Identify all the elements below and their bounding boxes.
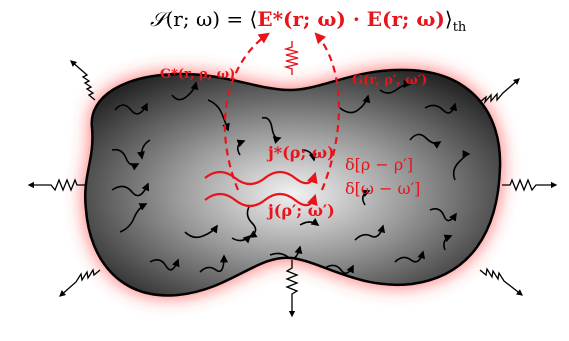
- wavy-arrow-icon: [285, 260, 299, 318]
- squiggle-arrow-icon: [354, 224, 386, 241]
- field-wavepacket: [283, 41, 299, 75]
- wavy-arrow-icon: [502, 178, 558, 192]
- squiggle-arrow-icon: [236, 139, 246, 156]
- squiggle-arrow-icon: [114, 102, 148, 115]
- green-function-star-arrow: [223, 32, 270, 191]
- squiggle-arrow-icon: [409, 133, 442, 149]
- delta-rho-label: δ[ρ − ρ′]: [345, 155, 413, 174]
- squiggle-arrow-icon: [171, 81, 199, 101]
- squiggle-arrow-icon: [261, 116, 282, 144]
- squiggle-arrow-icon: [111, 148, 140, 171]
- squiggle-arrow-icon: [379, 80, 412, 94]
- squiggle-arrow-icon: [429, 208, 457, 222]
- green-function-label: G(r, ρ′, ω′): [352, 73, 427, 88]
- wavy-arrow-icon: [479, 78, 520, 105]
- current-star-arrow: [204, 170, 318, 186]
- equation-args: (r; ω) = ⟨: [165, 7, 257, 31]
- green-functions: [223, 32, 341, 191]
- squiggle-arrow-icon: [119, 203, 148, 233]
- current-arrow: [204, 192, 318, 208]
- thermal-correlation-equation: 𝒮(r; ω) = ⟨E*(r; ω) · E(r; ω)⟩th: [150, 7, 467, 35]
- squiggle-arrow-icon: [111, 182, 150, 197]
- wavy-arrow-icon: [27, 178, 85, 192]
- squiggle-arrow-icon: [443, 234, 453, 251]
- squiggle-arrow-icon: [339, 94, 371, 114]
- squiggle-arrow-icon: [424, 102, 458, 114]
- equation-close: ⟩: [445, 7, 453, 31]
- squiggle-arrow-icon: [452, 150, 471, 181]
- thermal-body: [84, 68, 502, 297]
- current-sources: [204, 170, 318, 208]
- squiggle-arrow-icon: [301, 149, 317, 162]
- squiggle-arrow-icon: [137, 139, 151, 160]
- current-star-label: j*(ρ; ω): [266, 143, 335, 162]
- squiggle-arrow-icon: [299, 217, 320, 226]
- squiggle-arrow-icon: [149, 258, 180, 271]
- squiggle-arrow-icon: [394, 250, 426, 263]
- green-function-arrow: [314, 32, 341, 191]
- green-function-star-label: G*(r, ρ, ω): [160, 67, 235, 82]
- wavy-arrow-icon: [59, 268, 101, 297]
- wavy-arrow-icon: [70, 60, 96, 101]
- squiggle-arrow-icon: [246, 204, 258, 238]
- fluctuating-currents: [111, 80, 471, 274]
- squiggle-arrow-icon: [269, 245, 303, 260]
- current-label: j(ρ′; ω′): [266, 201, 335, 220]
- wavy-arrow-icon: [479, 267, 524, 296]
- thermal-subscript: th: [453, 20, 467, 35]
- squiggle-arrow-icon: [361, 189, 371, 206]
- squiggle-arrow-icon: [324, 264, 354, 274]
- field-correlation: E*(r; ω) · E(r; ω): [257, 7, 445, 31]
- squiggle-arrow-icon: [184, 224, 218, 239]
- squiggle-arrow-icon: [207, 99, 230, 132]
- squiggle-arrow-icon: [199, 254, 228, 273]
- delta-omega-label: δ[ω − ω′]: [345, 179, 420, 198]
- emitted-radiation: [27, 60, 558, 318]
